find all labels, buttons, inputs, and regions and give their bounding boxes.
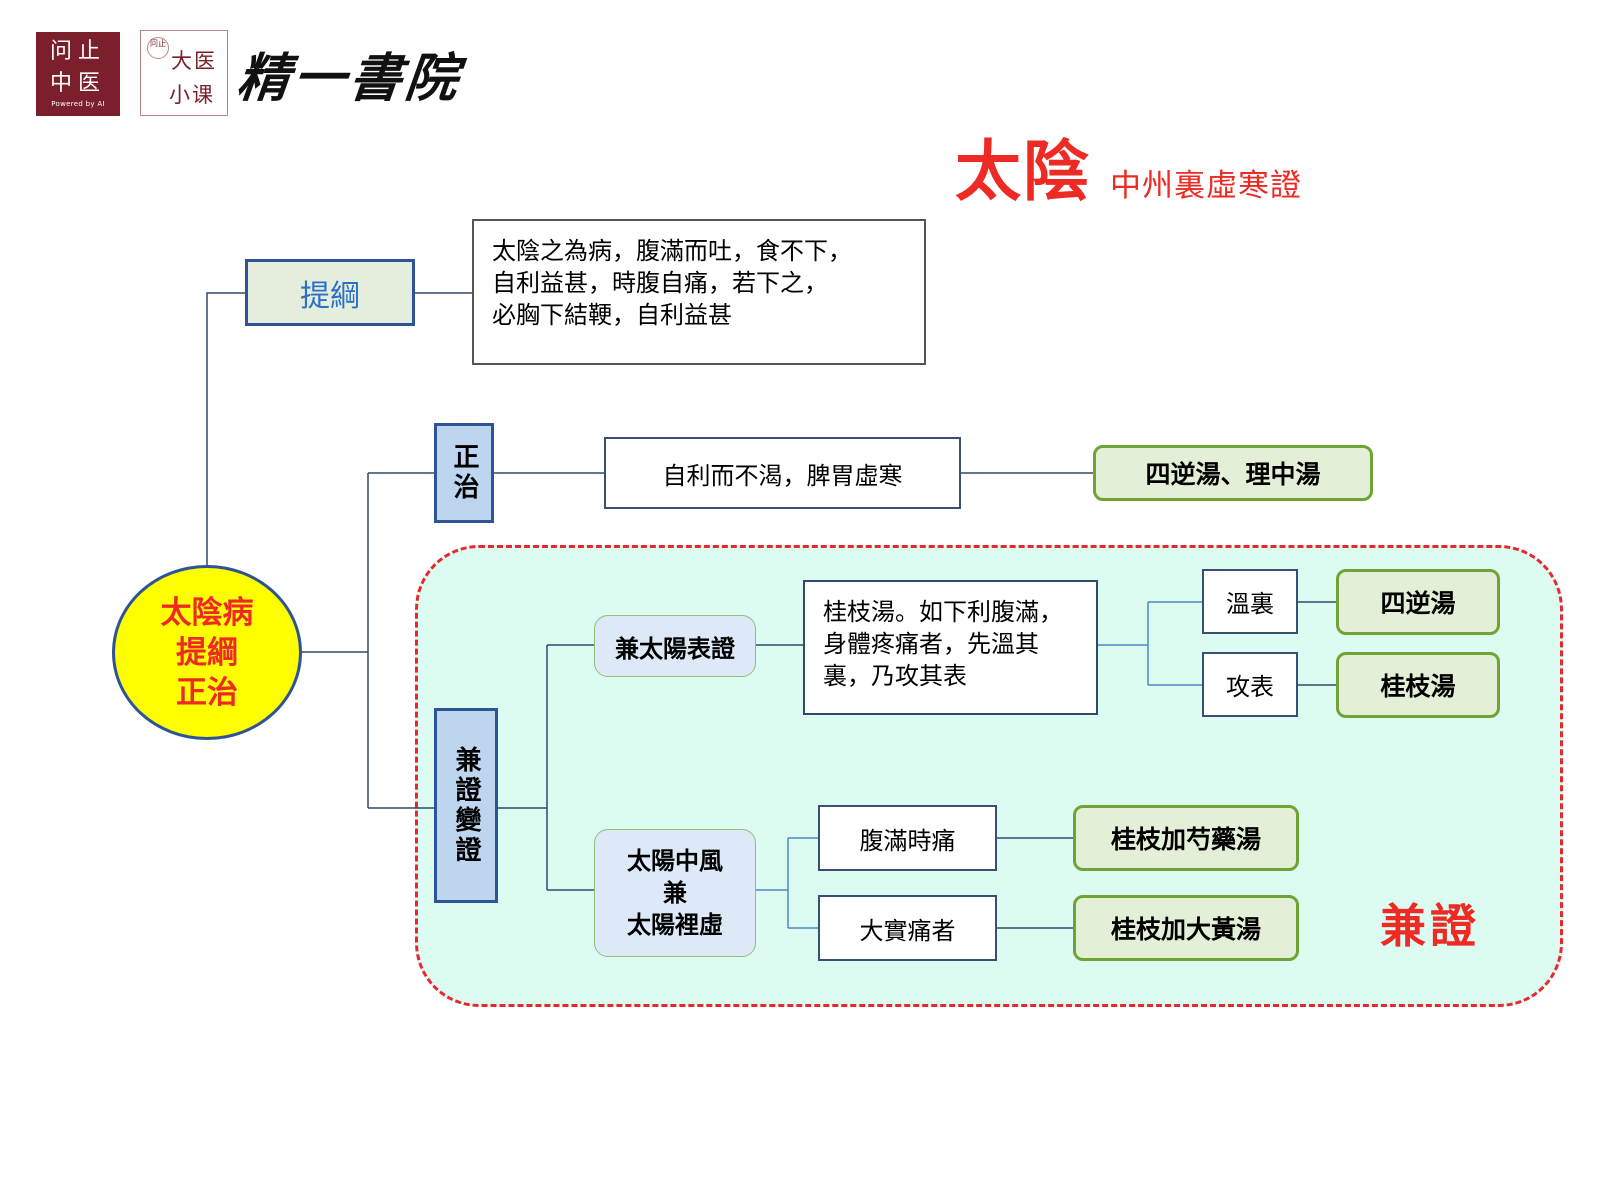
page-title: 太陰 [955,133,1091,210]
case-dashi-tong: 大實痛者 [818,895,997,961]
connector-core-tigang [206,292,245,565]
tigang-node: 提綱 [245,259,415,326]
seal-icon: 问止 [147,37,169,59]
core-line3: 正治 [176,674,238,711]
logo2-line1: 大医 [171,49,217,73]
taiyang-biao-node: 兼太陽表證 [594,615,756,677]
formula-sini: 四逆湯 [1336,569,1500,635]
tigang-text-line1: 太陰之為病，腹滿而吐，食不下， [492,237,852,265]
logo-dayi-xiaoke: 问止 大医 小课 [140,30,228,116]
formula-guizhi-jia-dahuang: 桂枝加大黃湯 [1073,895,1299,961]
zhengzhi-condition-box: 自利而不渴，脾胃虛寒 [604,437,961,509]
core-line1: 太陰病 [160,594,254,631]
logo1-powered: Powered by AI [51,100,105,108]
logo1-line1: 问止 [49,39,106,64]
tigang-text-line2: 自利益甚，時腹自痛，若下之， [492,269,828,297]
jianzheng-node: 兼證變證 [434,708,498,903]
logo1-line2: 中医 [49,71,106,96]
zhengzhi-node: 正治 [434,423,494,523]
biao-text-line1: 桂枝湯。如下利腹滿， [823,598,1063,626]
tigang-text-line3: 必胸下結鞕，自利益甚 [492,301,732,329]
formula-sini-lizhong: 四逆湯、理中湯 [1093,445,1373,501]
zhongfeng-line2: 兼 [663,879,687,907]
tigang-text-box: 太陰之為病，腹滿而吐，食不下， 自利益甚，時腹自痛，若下之， 必胸下結鞕，自利益… [472,219,926,365]
zhongfeng-line1: 太陽中風 [627,847,723,875]
logo2-line2: 小课 [169,83,215,107]
core-line2: 提綱 [176,634,238,671]
case-fuman-shitong: 腹滿時痛 [818,805,997,871]
formula-guizhi-jia-shaoyao: 桂枝加芍藥湯 [1073,805,1299,871]
taiyang-zhongfeng-node: 太陽中風 兼 太陽裡虛 [594,829,756,957]
core-node-taiyin: 太陰病 提綱 正治 [112,565,302,740]
step-wenli: 溫裏 [1202,569,1298,634]
formula-guizhi: 桂枝湯 [1336,652,1500,718]
logo-wenzhi-zhongyi: 问止 中医 Powered by AI [36,32,120,116]
jianzheng-region-label: 兼證 [1380,899,1480,953]
step-gongbiao: 攻表 [1202,652,1298,717]
zhongfeng-line3: 太陽裡虛 [627,911,723,939]
taiyang-biao-text-box: 桂枝湯。如下利腹滿， 身體疼痛者，先溫其 裏，乃攻其表 [803,580,1098,715]
page-subtitle: 中州裏虛寒證 [1110,168,1302,204]
biao-text-line2: 身體疼痛者，先溫其 [823,630,1039,658]
biao-text-line3: 裏，乃攻其表 [823,662,967,690]
